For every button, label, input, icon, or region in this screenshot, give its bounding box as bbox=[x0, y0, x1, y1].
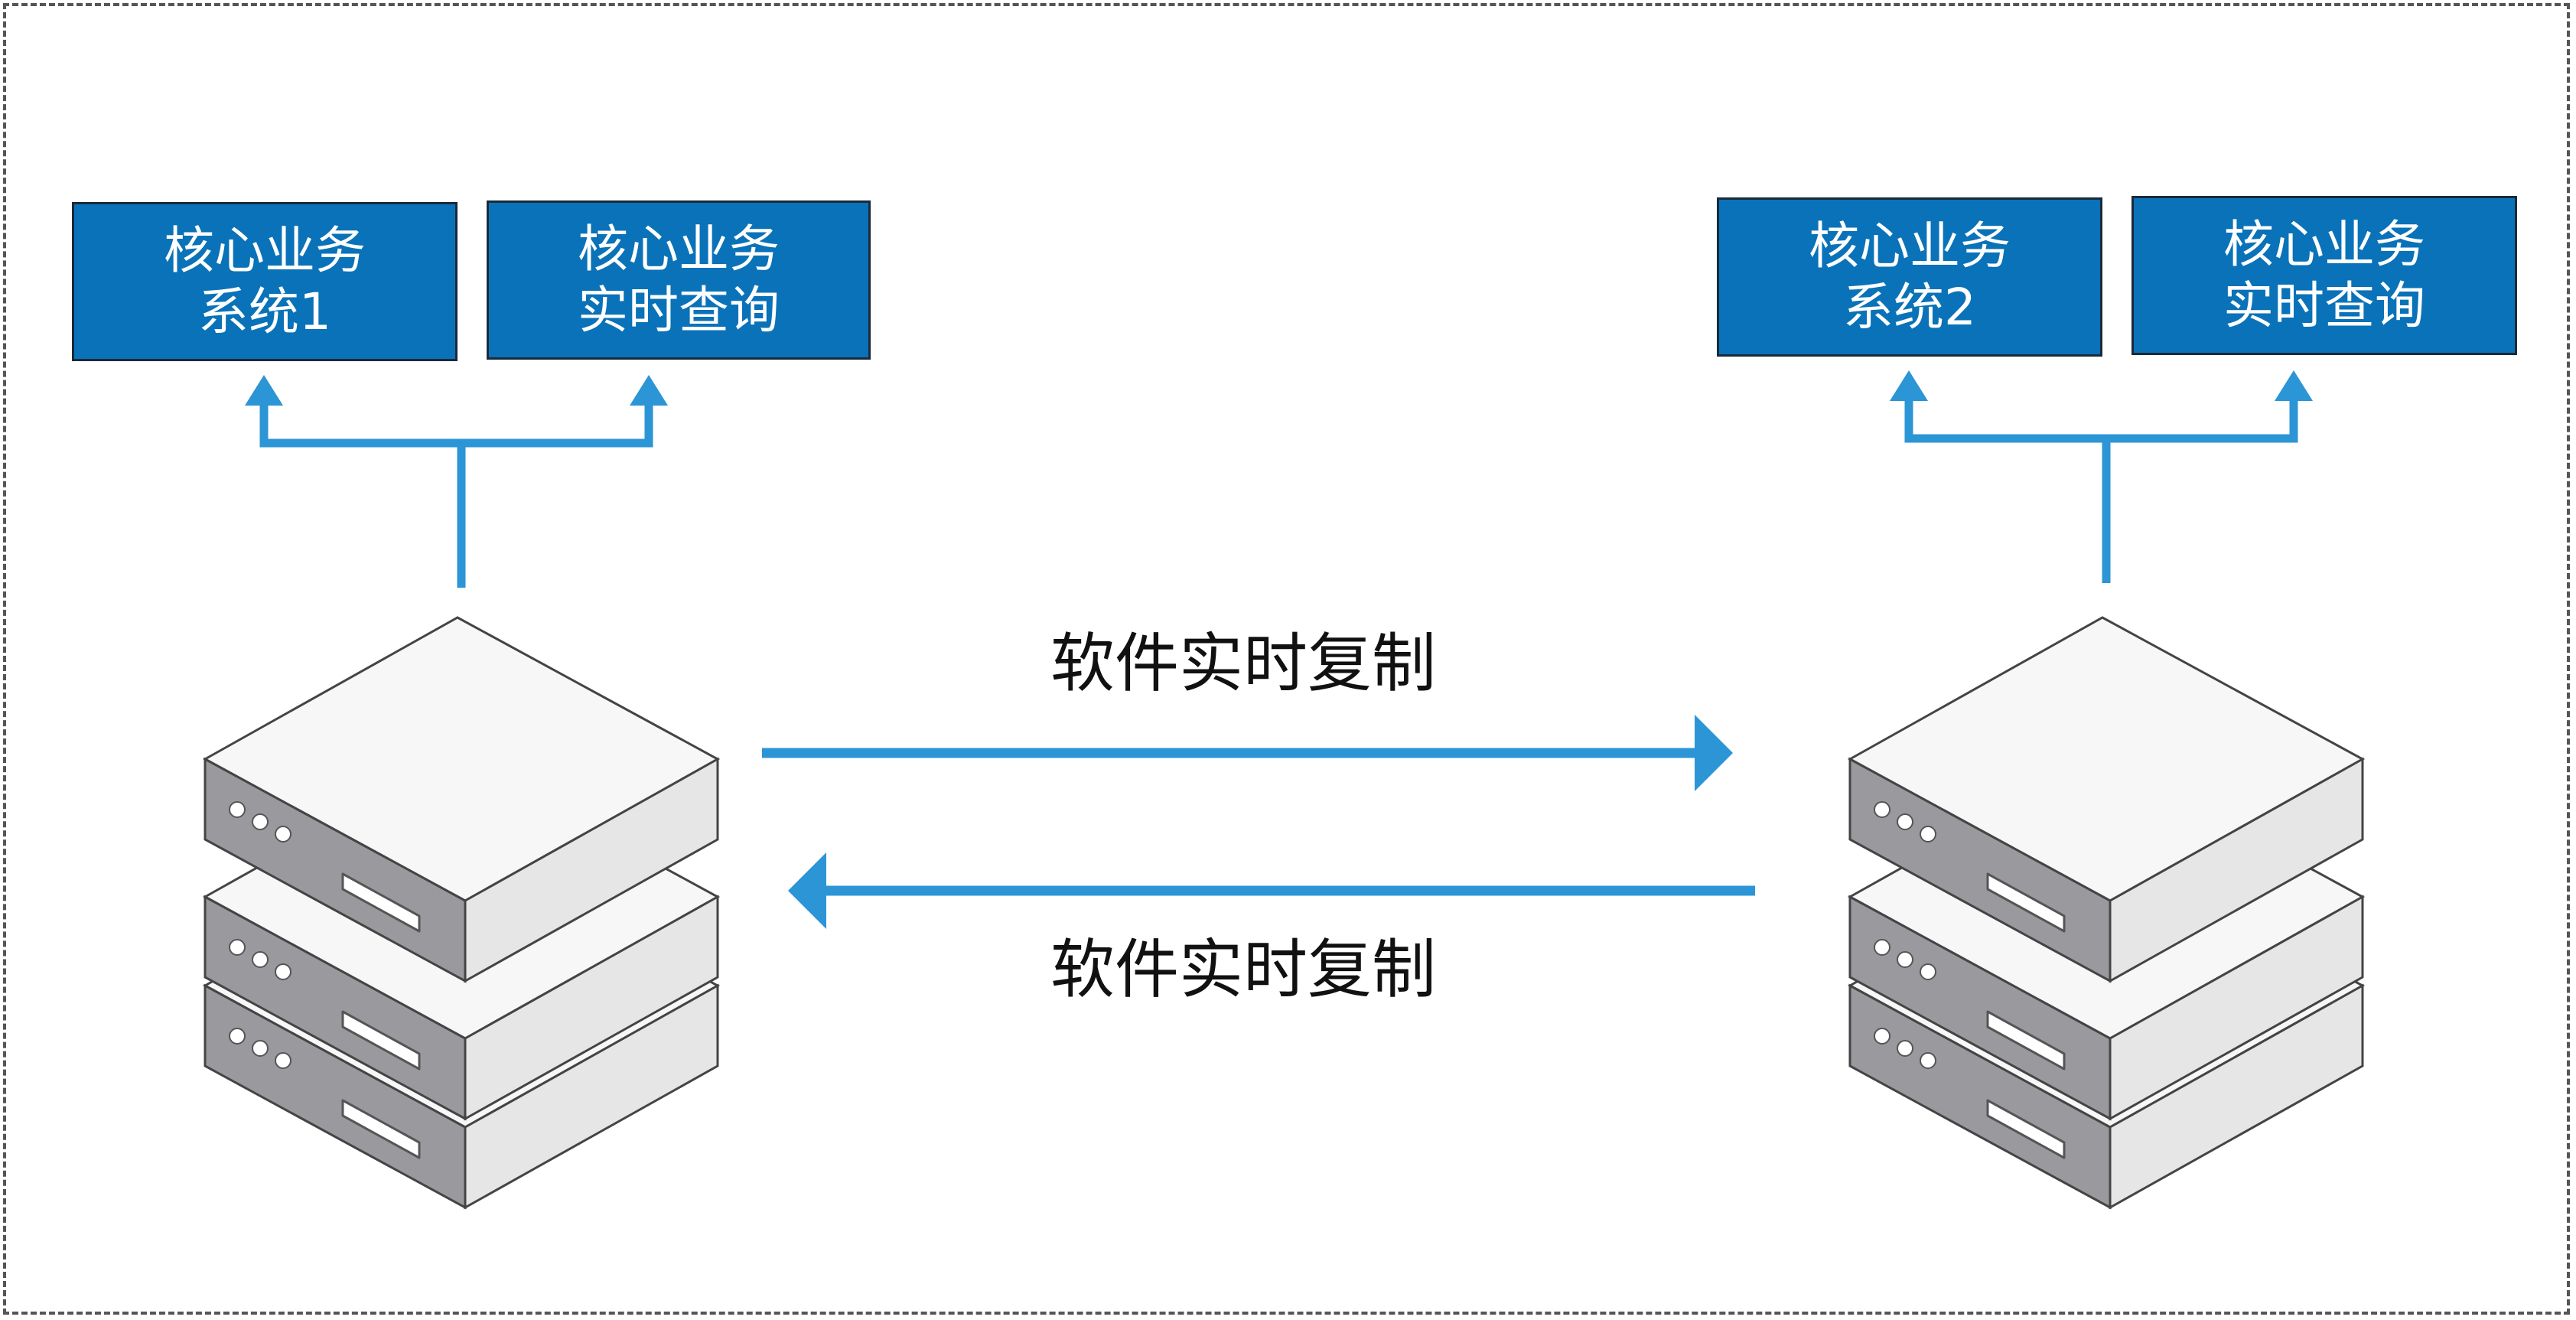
box-line-1: 核心业务 bbox=[164, 221, 366, 280]
left-connector bbox=[259, 406, 653, 588]
backward-replication-label: 软件实时复制 bbox=[1050, 932, 1436, 1007]
box-line-2: 系统2 bbox=[1843, 278, 1976, 337]
right-core-system-box: 核心业务 系统2 bbox=[1717, 197, 2102, 357]
box-line-2: 实时查询 bbox=[2223, 276, 2425, 335]
box-line-1: 核心业务 bbox=[1809, 217, 2011, 275]
right-server-stack bbox=[1848, 616, 2364, 1209]
right-connector bbox=[1904, 401, 2298, 583]
left-core-system-box: 核心业务 系统1 bbox=[72, 202, 458, 361]
left-server-stack bbox=[204, 616, 719, 1209]
box-line-1: 核心业务 bbox=[2223, 215, 2425, 274]
diagram-frame bbox=[3, 3, 2570, 1315]
left-connector-arrowheads bbox=[245, 375, 668, 406]
right-realtime-query-box: 核心业务 实时查询 bbox=[2131, 196, 2517, 355]
forward-replication-arrow bbox=[762, 715, 1733, 791]
forward-replication-label: 软件实时复制 bbox=[1050, 626, 1436, 701]
box-line-2: 实时查询 bbox=[578, 281, 780, 340]
box-line-1: 核心业务 bbox=[578, 220, 780, 279]
box-line-2: 系统1 bbox=[198, 282, 331, 341]
right-connector-arrowheads bbox=[1890, 370, 2313, 401]
left-realtime-query-box: 核心业务 实时查询 bbox=[487, 200, 871, 360]
backward-replication-arrow bbox=[788, 852, 1755, 929]
